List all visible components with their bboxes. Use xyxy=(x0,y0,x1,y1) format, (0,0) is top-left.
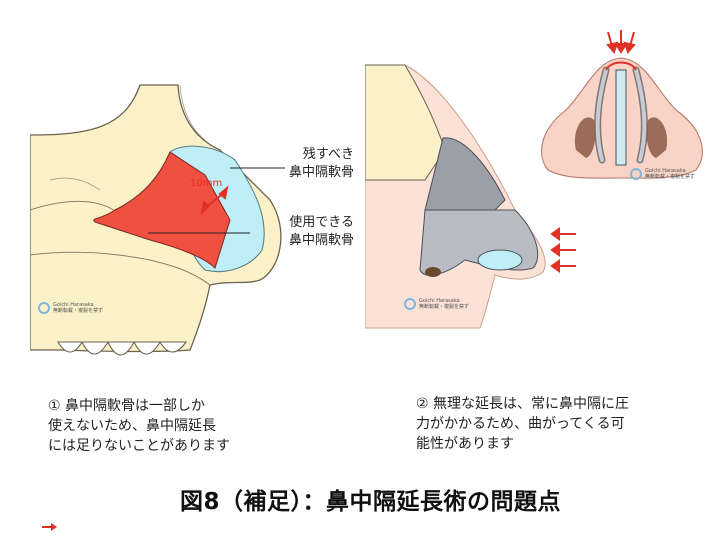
caption-right-line3: 能性があります xyxy=(416,436,514,452)
measure-label: 10mm xyxy=(190,178,223,189)
label-usable-line2: 鼻中隔軟骨 xyxy=(288,233,354,248)
caption-right-line1: ② 無理な延長は、常に鼻中隔に圧 xyxy=(416,396,630,412)
watermark-tagline: 無断転載・複製を禁ず xyxy=(419,304,470,310)
nasal-bone xyxy=(365,64,446,181)
watermark-right: Goichi Harasaka 無断転載・複製を禁ず xyxy=(630,168,695,180)
caption-right-line2: 力がかかるため、曲がってくる可 xyxy=(416,416,625,432)
nose-base-drawing xyxy=(541,30,703,179)
label-remaining-cartilage: 残すべき 鼻中隔軟骨 xyxy=(258,146,354,182)
nose-base-illustration xyxy=(536,30,708,190)
skull-drawing xyxy=(30,84,285,356)
nose-side-drawing xyxy=(365,64,546,329)
watermark-tagline: 無断転載・複製を禁ず xyxy=(53,308,104,314)
top-pressure-arrows xyxy=(606,30,636,54)
watermark-name: Goichi Harasaka xyxy=(645,168,686,174)
watermark-logo-icon xyxy=(630,168,642,180)
label-usable-line1: 使用できる xyxy=(289,215,354,230)
watermark-logo-icon xyxy=(38,302,50,314)
measure-arrow xyxy=(200,185,229,215)
label-remaining-line2: 鼻中隔軟骨 xyxy=(288,165,354,180)
teeth xyxy=(57,341,188,356)
left-nostril xyxy=(574,117,596,158)
nostril xyxy=(477,249,523,271)
watermark-name: Goichi Harasaka xyxy=(53,302,94,308)
caption-left-line1: ① 鼻中隔軟骨は一部しか xyxy=(48,398,206,414)
small-red-arrow-icon xyxy=(42,523,57,531)
nose-side-illustration xyxy=(365,60,575,330)
caption-left: ① 鼻中隔軟骨は一部しか 使えないため、鼻中隔延長 には足りないことがあります xyxy=(48,396,230,456)
watermark-middle: Goichi Harasaka 無断転載・複製を禁ず xyxy=(404,298,469,310)
side-pressure-arrows xyxy=(550,227,576,273)
figure-title: 図8（補足）：鼻中隔延長術の問題点 xyxy=(180,489,562,515)
watermark-tagline: 無断転載・複製を禁ず xyxy=(645,174,696,180)
caption-right: ② 無理な延長は、常に鼻中隔に圧 力がかかるため、曲がってくる可 能性があります xyxy=(416,394,629,454)
usable-cartilage xyxy=(93,151,231,269)
label-usable-cartilage: 使用できる 鼻中隔軟骨 xyxy=(258,214,354,250)
septum-strut xyxy=(615,69,627,166)
caption-left-line2: 使えないため、鼻中隔延長 xyxy=(48,418,216,434)
label-remaining-line1: 残すべき xyxy=(302,147,354,162)
watermark-name: Goichi Harasaka xyxy=(419,298,460,304)
upper-lateral-cartilage xyxy=(424,137,506,211)
right-nostril xyxy=(646,117,668,158)
septum-illustration xyxy=(30,80,350,370)
watermark-logo-icon xyxy=(404,298,416,310)
watermark-left: Goichi Harasaka 無断転載・複製を禁ず xyxy=(38,302,103,314)
caption-left-line3: には足りないことがあります xyxy=(48,438,230,454)
